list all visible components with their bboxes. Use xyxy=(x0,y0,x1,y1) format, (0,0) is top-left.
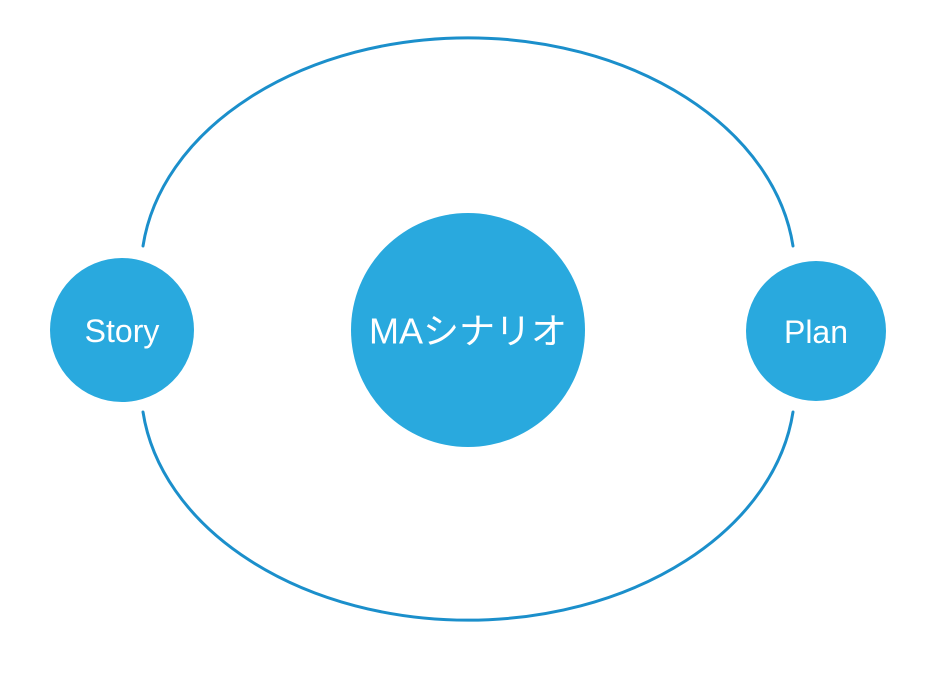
node-story[interactable]: Story xyxy=(50,258,194,402)
node-plan-label: Plan xyxy=(784,314,848,350)
node-plan[interactable]: Plan xyxy=(746,261,886,401)
node-story-label: Story xyxy=(85,313,160,349)
orbit-arc-bottom xyxy=(141,410,795,622)
node-story-circle[interactable] xyxy=(50,258,194,402)
node-ma-scenario[interactable]: MAシナリオ xyxy=(351,213,585,447)
orbit-ellipse xyxy=(141,36,795,622)
node-ma-scenario-circle[interactable] xyxy=(351,213,585,447)
node-ma-scenario-label: MAシナリオ xyxy=(369,311,567,352)
node-plan-circle[interactable] xyxy=(746,261,886,401)
orbit-arc-top xyxy=(141,36,795,248)
